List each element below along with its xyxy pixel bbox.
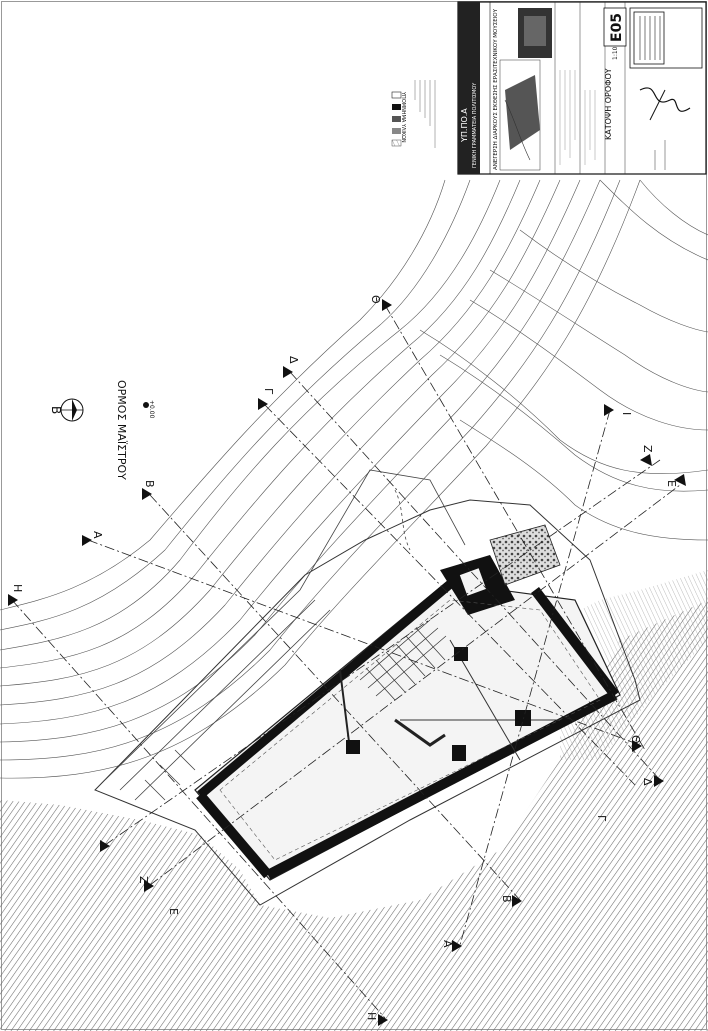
materials-legend: ΥΠΟΜΝΗΜΑ ΥΛΙΚΩΝ	[391, 80, 436, 148]
drawing-title: ΚΑΤΟΨΗ ΟΡΟΦΟΥ	[604, 68, 613, 140]
section-label-d: Δ	[287, 356, 300, 364]
stone-wall	[489, 524, 561, 586]
organization: ΥΠ.ΠΟ.Α	[460, 108, 469, 143]
section-label-a: Α	[91, 531, 104, 539]
sheet-code: Ε05	[609, 13, 625, 42]
elevation-label: +0.00	[148, 400, 155, 419]
section-label-e-left: Ε	[167, 908, 180, 915]
project-line: ΑΝΕΓΕΡΣΗ ΔΙΑΡΚΟΥΣ ΕΚΘΕΣΗΣ ΕΡΑΣΙΤΕΧΝΙΚΟΥ …	[493, 8, 499, 170]
section-label-b: Β	[143, 480, 156, 488]
section-label-b-bottom: Β	[500, 895, 513, 903]
section-label-i: Ι	[620, 412, 633, 415]
section-label-d-right: Δ	[641, 778, 654, 786]
contour-lines	[0, 179, 708, 779]
site-outline	[94, 499, 641, 906]
north-label: Β	[49, 406, 63, 414]
section-label-z-top: Ζ	[641, 445, 654, 453]
section-label-h-bottom: Η	[365, 1012, 378, 1020]
ministry-subtitle: ΓΕΝΙΚΗ ΓΡΑΜΜΑΤΕΙΑ ΠΟΛΙΤΙΣΜΟΥ	[472, 82, 478, 168]
terrace	[104, 469, 466, 801]
legend-title: ΥΠΟΜΝΗΜΑ ΥΛΙΚΩΝ	[400, 91, 406, 143]
place-name: ΟΡΜΟΣ ΜΑΪΣΤΡΟΥ	[115, 380, 128, 480]
section-lines	[11, 304, 681, 1019]
title-block: ΥΠ.ΠΟ.Α ΓΕΝΙΚΗ ΓΡΑΜΜΑΤΕΙΑ ΠΟΛΙΤΙΣΜΟΥ ΑΝΕ…	[457, 1, 707, 175]
section-marker-arrows	[8, 299, 686, 1026]
terrain-hatch	[0, 570, 708, 1031]
building-footprint	[194, 555, 621, 881]
north-arrow: Β	[49, 398, 84, 422]
section-label-th: Θ	[369, 295, 382, 304]
section-label-g: Γ	[262, 388, 275, 395]
signature	[639, 87, 691, 112]
section-label-th-right: Θ	[629, 735, 642, 744]
section-label-a-bottom: Α	[441, 940, 454, 948]
section-label-e-top: Ε	[665, 480, 678, 487]
section-label-g-right: Γ	[595, 815, 608, 822]
section-label-z-left: Ζ	[137, 876, 150, 884]
elevation-marker: +0.00	[143, 400, 155, 419]
section-label-h: Η	[11, 584, 24, 592]
scale: 1:100	[612, 43, 619, 60]
